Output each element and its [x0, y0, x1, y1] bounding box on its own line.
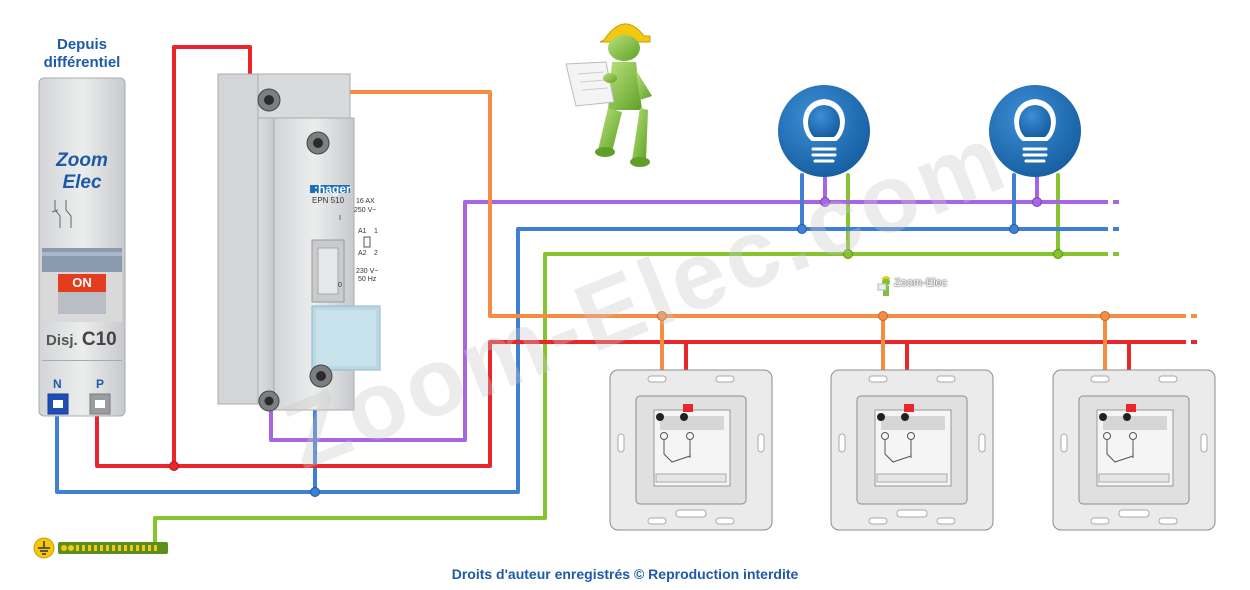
bulb-icon — [1014, 98, 1056, 163]
source-title-line1: Depuis — [56, 36, 107, 53]
relay-terminal-a1: A1 — [358, 228, 367, 235]
wire-continuations — [1102, 200, 1202, 344]
relay-voltage: 250 V~ — [354, 207, 377, 214]
worker-figure-icon — [565, 23, 652, 167]
terminal-n-label: N — [53, 377, 62, 391]
relay-terminal-a2: A2 — [358, 250, 367, 257]
breaker-rating-label: Disj. C10 — [46, 329, 117, 350]
zoom-elec-logo-text: Zoom-Elec — [894, 277, 948, 289]
relay-coil-voltage: 230 V~ — [356, 268, 379, 275]
bulb-icon — [803, 98, 845, 163]
push-button-3 — [1052, 369, 1216, 531]
relay-current: 16 AX — [356, 198, 375, 205]
lamp-return-wire — [269, 200, 1104, 442]
relay-terminal-1: 1 — [374, 228, 378, 235]
circuit-breaker — [38, 77, 126, 417]
relay-mark-i: I — [339, 215, 341, 222]
relay-mark-o: 0 — [338, 282, 342, 289]
zoom-elec-logo-icon — [877, 276, 891, 296]
breaker-brand: Zoom Elec — [56, 150, 108, 193]
lamp-2 — [989, 85, 1081, 177]
push-button-1 — [609, 369, 773, 531]
terminal-p-label: P — [96, 377, 105, 391]
relay-brand: :hager — [314, 182, 351, 196]
earth-bar — [33, 537, 168, 559]
phase-relay-feed — [172, 45, 252, 468]
phase-wire — [95, 340, 1182, 468]
relay-model: EPN 510 — [312, 196, 345, 205]
relay-coil-frequency: 50 Hz — [358, 276, 377, 283]
push-button-2 — [830, 369, 994, 531]
source-title: Depuis différentiel — [22, 36, 142, 72]
copyright-footer: Droits d'auteur enregistrés © Reproducti… — [451, 566, 799, 582]
breaker-on-label: ON — [72, 275, 92, 290]
earth-wire — [153, 252, 1104, 547]
lamp-1 — [778, 85, 870, 177]
relay-terminal-2: 2 — [374, 250, 378, 257]
breaker-symbol-icon — [51, 200, 72, 228]
impulse-relay — [217, 73, 381, 412]
source-title-line2: différentiel — [43, 54, 121, 71]
junctions — [169, 197, 1110, 497]
neutral-wire — [55, 227, 1104, 494]
